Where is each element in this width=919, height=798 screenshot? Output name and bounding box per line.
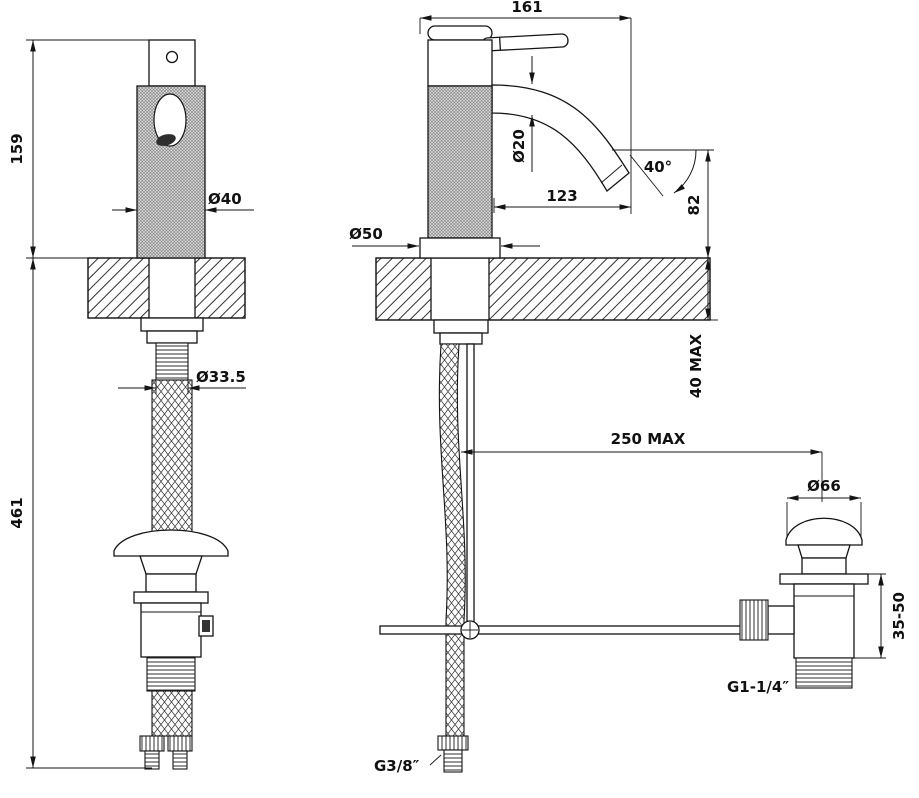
side-body xyxy=(419,25,630,259)
dim-spout-reach: 123 xyxy=(493,187,631,213)
dim-spout-angle-label: 40° xyxy=(644,158,672,176)
side-view: 161 Ø20 123 40° 82 Ø xyxy=(349,0,908,775)
dim-spout-diameter: Ø20 xyxy=(510,56,535,172)
dim-shank-diameter: Ø33.5 xyxy=(118,368,246,394)
waste-thread-side xyxy=(795,657,853,689)
dim-waste-cap-diameter: Ø66 xyxy=(786,477,862,538)
side-knurled-body xyxy=(427,85,493,239)
front-hose-fittings xyxy=(139,735,193,770)
dim-total-height: 461 xyxy=(8,258,152,769)
side-underdeck xyxy=(379,319,743,773)
side-popup-waste xyxy=(739,517,869,689)
dim-deck-thickness-label: 40 MAX xyxy=(687,333,705,398)
rod-inlet-pipe xyxy=(767,605,795,635)
upper-body xyxy=(427,39,493,87)
dim-total-height-label: 461 xyxy=(8,497,26,528)
front-view: 159 461 Ø40 Ø33.5 xyxy=(8,39,254,770)
waste-cap xyxy=(113,529,229,557)
front-popup-waste xyxy=(113,529,229,692)
hose-thread-callout: G3/8″ xyxy=(374,754,442,775)
side-flex-hose xyxy=(438,343,466,737)
dim-body-diameter: Ø40 xyxy=(112,190,254,213)
dim-spout-diameter-label: Ø20 xyxy=(510,129,528,163)
aerator-joint xyxy=(600,164,623,184)
waste-cap-side xyxy=(785,517,863,546)
front-deck xyxy=(87,257,246,319)
hose-thread-end xyxy=(443,749,463,773)
waste-thread-tail xyxy=(146,656,196,692)
base-escutcheon xyxy=(419,237,501,259)
dim-rod-reach: 250 MAX xyxy=(461,430,823,502)
dim-deck-thickness: 40 MAX xyxy=(687,258,718,398)
dim-waste-adjust-label: 35-50 xyxy=(890,592,908,640)
dim-spout-reach-label: 123 xyxy=(546,187,577,205)
dim-base-diameter-label: Ø50 xyxy=(349,225,383,243)
dim-spout-height: 82 xyxy=(685,150,711,258)
dim-spout-height-label: 82 xyxy=(685,195,703,216)
cartridge-cap xyxy=(427,25,493,41)
dim-base-diameter: Ø50 xyxy=(349,225,540,249)
dim-total-depth-label: 161 xyxy=(511,0,542,16)
dim-waste-adjust: 35-50 xyxy=(854,573,908,659)
dim-body-height-label: 159 xyxy=(8,133,26,164)
dim-waste-cap-diameter-label: Ø66 xyxy=(807,477,841,495)
dim-body-height: 159 xyxy=(8,39,149,259)
threaded-shank xyxy=(155,342,189,381)
dim-rod-reach-label: 250 MAX xyxy=(611,430,686,448)
rod-coupling-nut xyxy=(739,599,769,641)
lever-end xyxy=(156,134,176,146)
lever-handle xyxy=(481,33,569,52)
set-screw-hole xyxy=(165,50,179,64)
front-body xyxy=(136,39,206,259)
hose-thread-label: G3/8″ xyxy=(374,757,420,775)
waste-thread-label: G1-1/4″ xyxy=(727,678,789,696)
hose-nut xyxy=(437,735,469,751)
front-underdeck xyxy=(140,317,204,381)
popup-horizontal-rod xyxy=(379,625,743,635)
dim-spout-angle: 40° xyxy=(612,149,714,197)
side-deck xyxy=(375,257,711,321)
popup-vertical-rod xyxy=(466,343,475,629)
lever-slot xyxy=(153,93,187,147)
dim-body-diameter-label: Ø40 xyxy=(208,190,242,208)
dim-shank-diameter-label: Ø33.5 xyxy=(196,368,246,386)
dim-total-depth: 161 xyxy=(419,0,632,214)
